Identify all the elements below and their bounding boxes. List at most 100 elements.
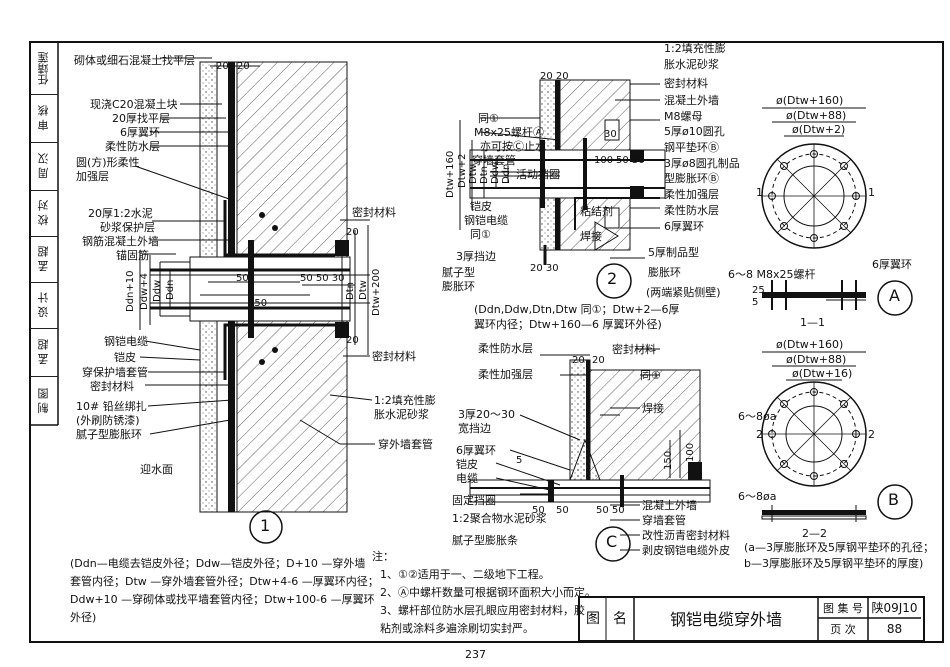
dim-label: 20: [592, 355, 605, 366]
dim-label: ø(Dtw+88): [786, 353, 847, 366]
section-label: 1—1: [800, 316, 825, 329]
label: 1:2填充性膨: [374, 394, 436, 407]
label: 粘结剂: [580, 205, 613, 218]
label: 柔性加强层: [478, 368, 533, 381]
page-number: 237: [465, 648, 486, 661]
label: 膨胀环: [648, 266, 681, 279]
label: 6厚翼环: [456, 444, 496, 457]
label: 1:2填充性膨: [664, 42, 726, 55]
dim-label: 20: [572, 355, 585, 366]
label: 铠皮: [470, 200, 492, 213]
label: 3厚挡边: [456, 250, 496, 263]
label: 穿墙套管: [472, 154, 516, 167]
label: 5厚制品型: [648, 246, 699, 259]
label: 密封材料: [372, 350, 416, 363]
title-label-tu: 图: [586, 611, 600, 627]
detail-2-caption: (Ddn,Ddw,Dtn,Dtw 同①；Dtw+2—6厚: [474, 303, 680, 316]
note-line: 3、螺杆部位防水层孔眼应用密封材料，胶: [380, 604, 585, 617]
atlas-number: 陕09J10: [871, 601, 918, 615]
note-line: 2、Ⓐ中螺杆数量可根据钢环面积大小而定。: [380, 586, 596, 599]
section-label: 2—2: [802, 527, 827, 540]
label: 20厚找平层: [112, 112, 170, 125]
label: 现浇C20混凝土块: [90, 98, 178, 111]
label: 圆(方)形柔性: [76, 156, 140, 169]
dim-label: 25: [752, 285, 765, 296]
side-cell: 周 汉: [30, 142, 58, 191]
label: 6～8øa: [738, 490, 777, 503]
drawing-name: 钢铠电缆穿外墙: [669, 610, 782, 629]
side-cell: 任靖莲: [30, 42, 58, 95]
label: 柔性防水层: [105, 140, 160, 153]
label: 活动挡圈: [516, 168, 560, 181]
dim-label: ø(Dtw+2): [792, 123, 846, 136]
label: 穿墙套管: [642, 514, 686, 527]
side-cell: 审 核: [30, 94, 58, 143]
label: M8螺母: [664, 110, 703, 123]
label: 20厚1:2水泥: [88, 207, 153, 220]
label: 1: [756, 186, 763, 199]
label: 砂浆保护层: [100, 221, 155, 234]
label: 同①: [640, 369, 661, 382]
label: 同①: [470, 228, 491, 241]
label: 钢铠电缆: [104, 335, 148, 348]
label: 腻子型膨胀环: [76, 428, 142, 441]
label: 型膨胀环Ⓑ: [664, 172, 719, 185]
note-line: 1、①②适用于一、二级地下工程。: [380, 568, 550, 581]
label: 剥皮钢铠电缆外皮: [642, 544, 730, 557]
detail-b-caption: b—3厚膨胀环及5厚钢平垫环的厚度): [744, 557, 924, 570]
label: 改性沥青密封材料: [642, 529, 730, 542]
dim-label: 50 30: [616, 155, 645, 166]
detail-c-badge: C: [606, 532, 618, 551]
label: 穿保护墙套管: [82, 366, 148, 379]
title-block: [578, 596, 925, 642]
dim-label: 30: [604, 129, 617, 140]
dim-label: 50: [532, 505, 545, 516]
side-cell: 孟 超: [30, 328, 58, 377]
detail-2-caption: 翼环内径；Dtw+160—6 厚翼环外径): [474, 318, 662, 331]
dim-label: 20 20: [540, 71, 569, 82]
label: 迎水面: [140, 463, 173, 476]
title-label-ming: 名: [613, 611, 627, 627]
detail-b-badge: B: [888, 490, 899, 509]
label: 密封材料: [664, 77, 708, 90]
label: 焊接: [642, 402, 664, 415]
label: 柔性防水层: [478, 342, 533, 355]
dim-label: 5: [752, 297, 759, 308]
label: 密封材料: [90, 380, 134, 393]
dim-label: 100: [594, 155, 614, 166]
label: 1:2聚合物水泥砂浆: [452, 512, 547, 525]
label: 混凝土外墙: [642, 499, 697, 512]
detail-b-caption: (a—3厚膨胀环及5厚钢平垫环的孔径；: [744, 541, 935, 554]
dim-label: 20: [346, 335, 359, 346]
label: 腻子型膨胀条: [452, 534, 518, 547]
label: 6厚翼环: [872, 258, 912, 271]
dim-label: ø(Dtw+16): [792, 367, 853, 380]
atlas-label: 图 集 号: [823, 601, 863, 615]
label: 密封材料: [352, 206, 396, 219]
side-cell: 校 对: [30, 190, 58, 237]
label: 6～8 M8x25螺杆: [728, 268, 816, 281]
label: M8x25螺杆Ⓐ: [474, 126, 544, 139]
dim-label: 150: [248, 298, 268, 309]
dim-label: ø(Dtw+160): [776, 338, 844, 351]
label: 砌体或细石混凝土找平层: [74, 54, 195, 67]
label: 钢铠电缆: [464, 214, 508, 227]
label: 柔性防水层: [664, 204, 719, 217]
label: 穿外墙套管: [378, 438, 433, 451]
label: (外刷防锈漆): [76, 414, 140, 427]
page-label: 页 次: [830, 623, 856, 636]
label: 10# 铅丝绑扎: [76, 400, 147, 413]
label: 6厚翼环: [120, 126, 160, 139]
label: 宽挡边: [458, 422, 491, 435]
label: 柔性加强层: [664, 188, 719, 201]
dim-label: 20: [216, 61, 229, 72]
label: 亦可按Ⓒ止水: [480, 140, 546, 153]
page-number-cell: 88: [886, 622, 903, 636]
